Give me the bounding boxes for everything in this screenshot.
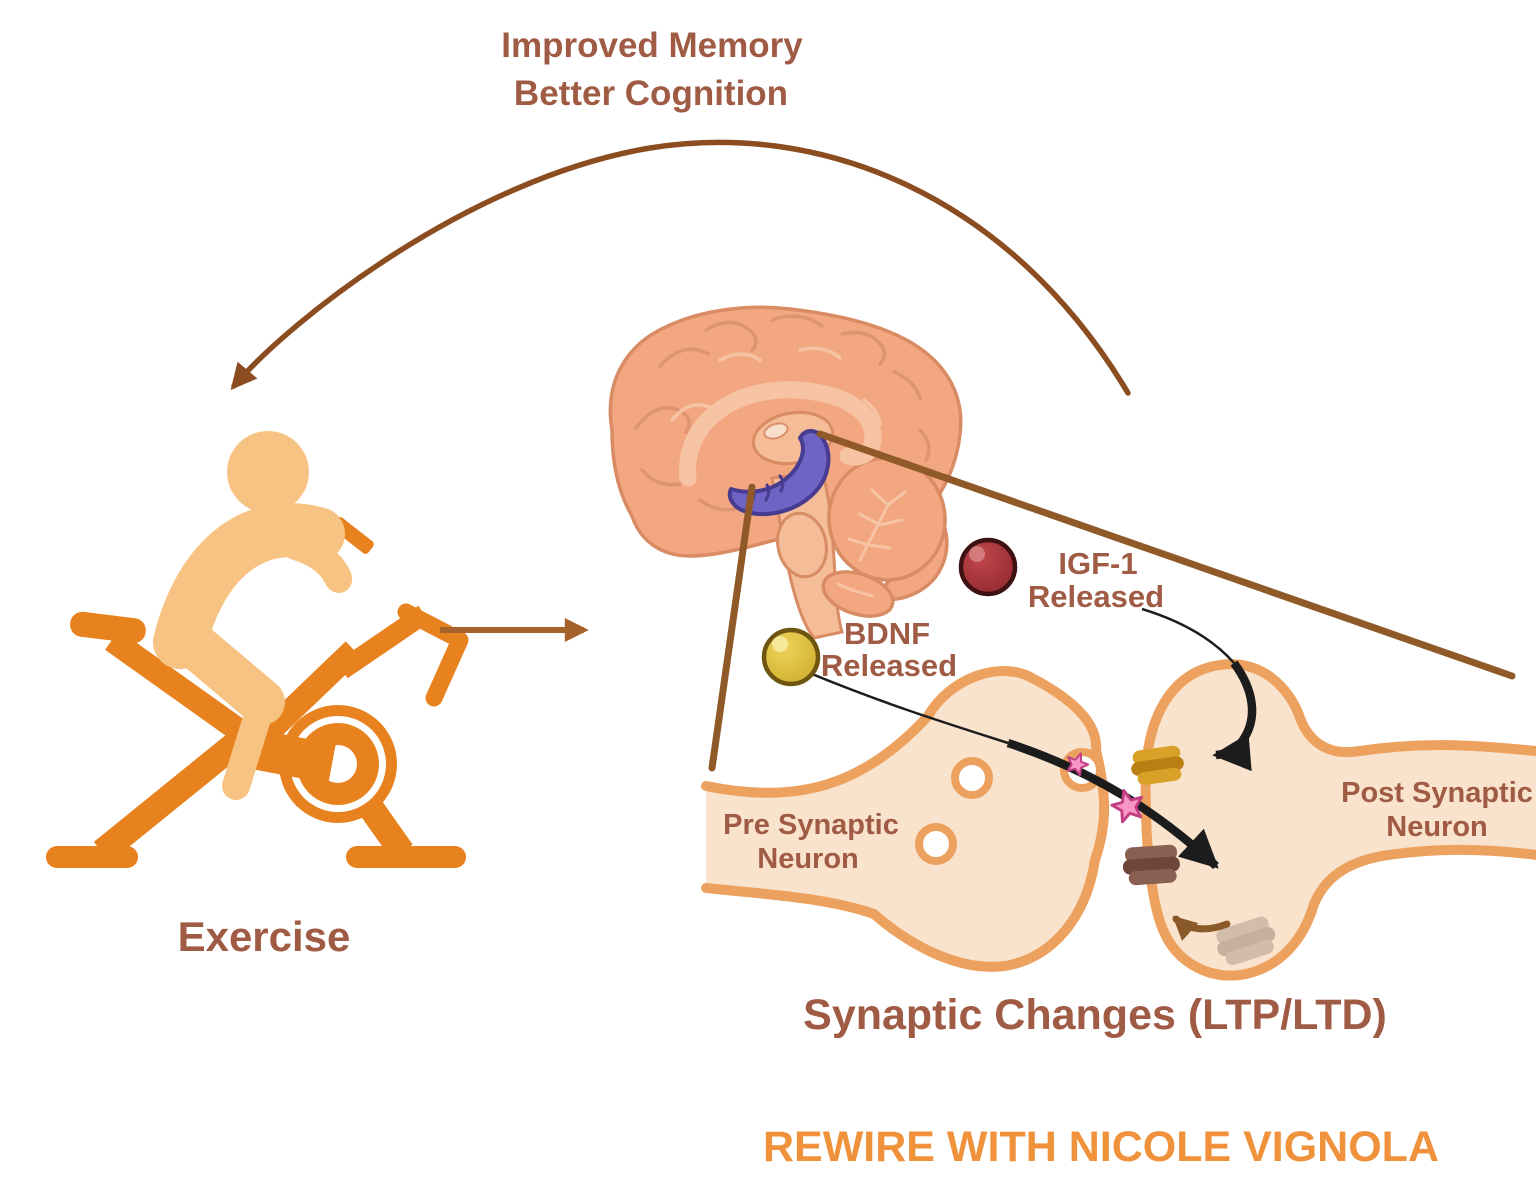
magnifier-line-right xyxy=(816,430,1516,680)
rider-icon xyxy=(153,431,352,800)
neurotransmitter-star-icon xyxy=(1066,752,1090,777)
pre-synaptic-neuron xyxy=(701,666,1110,972)
synaptic-vesicle xyxy=(915,823,957,865)
pre-synaptic-body xyxy=(706,670,1105,967)
bike-handlebar xyxy=(397,603,469,707)
bdnf-label-action: Released xyxy=(821,648,957,683)
bike-seat xyxy=(70,611,146,644)
receptor-faded-icon xyxy=(1216,916,1276,966)
pons xyxy=(776,511,828,579)
pre-synaptic-label-line1: Pre Synaptic xyxy=(723,809,899,841)
pre-synaptic-label-line2: Neuron xyxy=(757,843,859,875)
rider-torso xyxy=(153,503,345,669)
post-synaptic-label-line2: Neuron xyxy=(1386,811,1488,843)
cycle-label-line1: Improved Memory xyxy=(501,26,803,65)
exercise-bike-icon xyxy=(46,431,469,868)
cycle-label-line2: Better Cognition xyxy=(514,74,788,113)
bike-base-leg-front xyxy=(93,713,269,863)
pre-synaptic-membrane xyxy=(701,666,1110,972)
rider-head xyxy=(227,431,309,513)
magnifier-line-left xyxy=(708,483,756,772)
bdnf-molecule-icon xyxy=(761,627,821,687)
receptor-brown-icon xyxy=(1122,844,1180,886)
brain-icon xyxy=(608,305,963,640)
post-synaptic-membrane xyxy=(1140,659,1536,981)
feedback-arc-arrow xyxy=(230,139,1131,396)
rider-hand xyxy=(326,567,352,593)
synaptic-vesicle xyxy=(951,757,993,799)
recycle-arrow xyxy=(1172,915,1231,941)
receptor-gold-icon xyxy=(1131,745,1184,785)
igf1-molecule-icon xyxy=(958,537,1018,597)
bike-seat-beam xyxy=(105,630,265,754)
rider-shin xyxy=(222,688,276,800)
branding-text: REWIRE WITH NICOLE VIGNOLA xyxy=(763,1123,1439,1171)
bdnf-label-name: BDNF xyxy=(844,616,930,651)
igf1-label-name: IGF-1 xyxy=(1058,546,1137,581)
synaptic-changes-caption: Synaptic Changes (LTP/LTD) xyxy=(803,991,1387,1039)
bike-foot-right xyxy=(346,846,466,868)
fornix-spot xyxy=(763,422,789,440)
igf1-label-action: Released xyxy=(1028,579,1164,614)
cerebellum xyxy=(821,456,947,618)
neurotransmitter-star-icon xyxy=(1110,789,1143,824)
exercise-label: Exercise xyxy=(178,913,351,960)
arbor-vitae xyxy=(836,488,907,598)
igf1-signal-arrow xyxy=(1141,607,1257,772)
post-synaptic-label-line1: Post Synaptic xyxy=(1341,777,1533,809)
